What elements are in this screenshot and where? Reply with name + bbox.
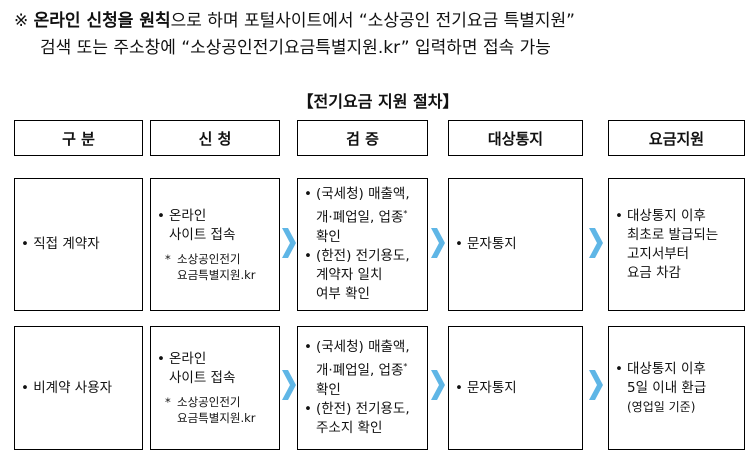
- bullet-dot: •: [304, 339, 312, 356]
- section-title: 【전기요금 지원 절차】: [297, 92, 459, 111]
- reference-mark: ※: [14, 11, 29, 31]
- header-support: 요금지원: [608, 120, 745, 156]
- row2-apply-line-2: 사이트 접속: [169, 370, 236, 386]
- row2-note-line-2: 요금특별지원.kr: [177, 411, 256, 425]
- row2-apply-bullet: • 온라인 사이트 접속: [157, 350, 273, 388]
- row2-verify-1-text: (국세청) 매출액, 개·폐업일, 업종* 확인: [316, 338, 410, 400]
- row1-apply-line-2: 사이트 접속: [169, 226, 236, 243]
- row1-verify: • (국세청) 매출액, 개·폐업일, 업종* 확인 • (한전) 전기용도, …: [297, 178, 428, 311]
- bullet-dot: •: [455, 379, 463, 396]
- row1-verify-bullet-2: • (한전) 전기용도, 계약자 일치 여부 확인: [304, 247, 421, 304]
- row1-verify-1-text: (국세청) 매출액, 개·폐업일, 업종* 확인: [316, 185, 410, 247]
- footnote-mark: *: [403, 362, 408, 372]
- row2-notice-text: 문자통지: [467, 379, 517, 396]
- chevron-arrow-icon: [589, 370, 603, 400]
- chevron-arrow-icon: [282, 228, 296, 258]
- row2-verify-2-text: (한전) 전기용도, 주소지 확인: [316, 400, 410, 438]
- chevron-arrow-icon: [431, 370, 445, 400]
- row2-verify-2-line-2: 주소지 확인: [316, 419, 383, 436]
- intro-line-2: 검색 또는 주소창에 “소상공인전기요금특별지원.kr” 입력하면 접속 가능: [40, 38, 551, 58]
- bullet-dot: •: [615, 207, 623, 224]
- row1-note-line-2: 요금특별지원.kr: [177, 267, 256, 282]
- chevron-arrow-icon: [589, 228, 603, 258]
- note-star: *: [165, 395, 171, 409]
- row1-notice: • 문자통지: [448, 178, 583, 311]
- row1-verify-1-line-3: 확인: [316, 228, 341, 245]
- bullet-dot: •: [304, 247, 312, 264]
- row1-verify-1-line-2: 개·폐업일, 업종: [316, 209, 404, 226]
- row2-category: • 비계약 사용자: [14, 326, 143, 450]
- row2-support-line-2: 5일 이내 환급: [627, 379, 707, 396]
- row1-apply-note-text: 소상공인전기 요금특별지원.kr: [177, 251, 256, 283]
- row1-apply-note: * 소상공인전기 요금특별지원.kr: [157, 251, 273, 283]
- intro-line-1: ※ 온라인 신청을 원칙으로 하며 포털사이트에서 “소상공인 전기요금 특별지…: [14, 8, 749, 35]
- row2-verify-bullet-1: • (국세청) 매출액, 개·폐업일, 업종* 확인: [304, 338, 421, 400]
- row2-support-bullet: • 대상통지 이후 5일 이내 환급 (영업일 기준): [615, 360, 738, 417]
- bullet-dot: •: [157, 207, 165, 224]
- intro-bold-text: 온라인 신청을 원칙: [33, 11, 171, 31]
- row1-support-line-1: 대상통지 이후: [627, 207, 706, 224]
- chevron-arrow-icon: [282, 370, 296, 400]
- row1-apply-text: 온라인 사이트 접속: [169, 207, 235, 245]
- row1-support-line-4: 요금 차감: [627, 264, 681, 281]
- bullet-dot: •: [615, 360, 623, 377]
- intro-line-1-rest: 으로 하며 포털사이트에서 “소상공인 전기요금 특별지원”: [170, 11, 575, 31]
- row2-support-text: 대상통지 이후 5일 이내 환급 (영업일 기준): [627, 360, 706, 417]
- row2-apply-text: 온라인 사이트 접속: [169, 350, 235, 388]
- row1-notice-bullet: • 문자통지: [455, 235, 576, 254]
- footnote-mark: *: [403, 209, 408, 219]
- bullet-dot: •: [304, 400, 312, 417]
- row2-notice: • 문자통지: [448, 326, 583, 450]
- intro-notice: ※ 온라인 신청을 원칙으로 하며 포털사이트에서 “소상공인 전기요금 특별지…: [14, 8, 749, 62]
- row2-verify: • (국세청) 매출액, 개·폐업일, 업종* 확인 • (한전) 전기용도, …: [297, 326, 428, 450]
- row2-apply-line-1: 온라인: [169, 351, 207, 367]
- row2-note-line-1: 소상공인전기: [177, 395, 241, 409]
- row1-verify-bullet-1: • (국세청) 매출액, 개·폐업일, 업종* 확인: [304, 185, 421, 247]
- row2-support: • 대상통지 이후 5일 이내 환급 (영업일 기준): [608, 326, 745, 450]
- row1-apply-line-1: 온라인: [169, 207, 207, 224]
- row2-apply-note-text: 소상공인전기 요금특별지원.kr: [177, 394, 256, 426]
- bullet-dot: •: [304, 186, 312, 203]
- row1-support-line-2: 최초로 발급되는: [627, 226, 719, 243]
- row1-category: • 직접 계약자: [14, 178, 143, 311]
- row2-verify-2-line-1: (한전) 전기용도,: [316, 400, 410, 417]
- header-verify: 검 증: [297, 120, 428, 156]
- row2-verify-bullet-2: • (한전) 전기용도, 주소지 확인: [304, 400, 421, 438]
- bullet-dot: •: [455, 236, 463, 252]
- header-notice: 대상통지: [448, 120, 583, 156]
- row1-support-line-3: 고지서부터: [627, 245, 690, 262]
- row1-verify-2-line-2: 계약자 일치: [316, 266, 383, 283]
- row2-support-line-1: 대상통지 이후: [627, 360, 706, 377]
- header-category: 구 분: [14, 120, 143, 156]
- row2-category-text: • 비계약 사용자: [21, 379, 113, 396]
- row2-verify-1-line-1: (국세청) 매출액,: [316, 339, 410, 356]
- row2-verify-1-line-2: 개·폐업일, 업종: [316, 362, 404, 379]
- note-star: *: [165, 251, 171, 266]
- row2-verify-1-line-3: 확인: [316, 381, 341, 398]
- header-apply: 신 청: [150, 120, 280, 156]
- row1-verify-2-text: (한전) 전기용도, 계약자 일치 여부 확인: [316, 247, 410, 304]
- row1-notice-text: 문자통지: [467, 236, 517, 252]
- row1-apply-bullet: • 온라인 사이트 접속: [157, 207, 273, 245]
- row2-notice-bullet: • 문자통지: [455, 379, 576, 398]
- row1-support-text: 대상통지 이후 최초로 발급되는 고지서부터 요금 차감: [627, 207, 718, 283]
- row1-verify-2-line-3: 여부 확인: [316, 285, 370, 302]
- bullet-dot: •: [157, 351, 165, 367]
- row2-apply: • 온라인 사이트 접속 * 소상공인전기 요금특별지원.kr: [150, 326, 280, 450]
- chevron-arrow-icon: [431, 228, 445, 258]
- row1-note-line-1: 소상공인전기: [177, 251, 241, 266]
- row1-category-text: • 직접 계약자: [21, 236, 100, 252]
- row1-apply: • 온라인 사이트 접속 * 소상공인전기 요금특별지원.kr: [150, 178, 280, 311]
- row1-support-bullet: • 대상통지 이후 최초로 발급되는 고지서부터 요금 차감: [615, 207, 738, 283]
- row2-support-note: (영업일 기준): [627, 399, 696, 414]
- row1-support: • 대상통지 이후 최초로 발급되는 고지서부터 요금 차감: [608, 178, 745, 311]
- row1-verify-2-line-1: (한전) 전기용도,: [316, 247, 410, 264]
- row2-apply-note: * 소상공인전기 요금특별지원.kr: [157, 394, 273, 426]
- row1-verify-1-line-1: (국세청) 매출액,: [316, 186, 410, 203]
